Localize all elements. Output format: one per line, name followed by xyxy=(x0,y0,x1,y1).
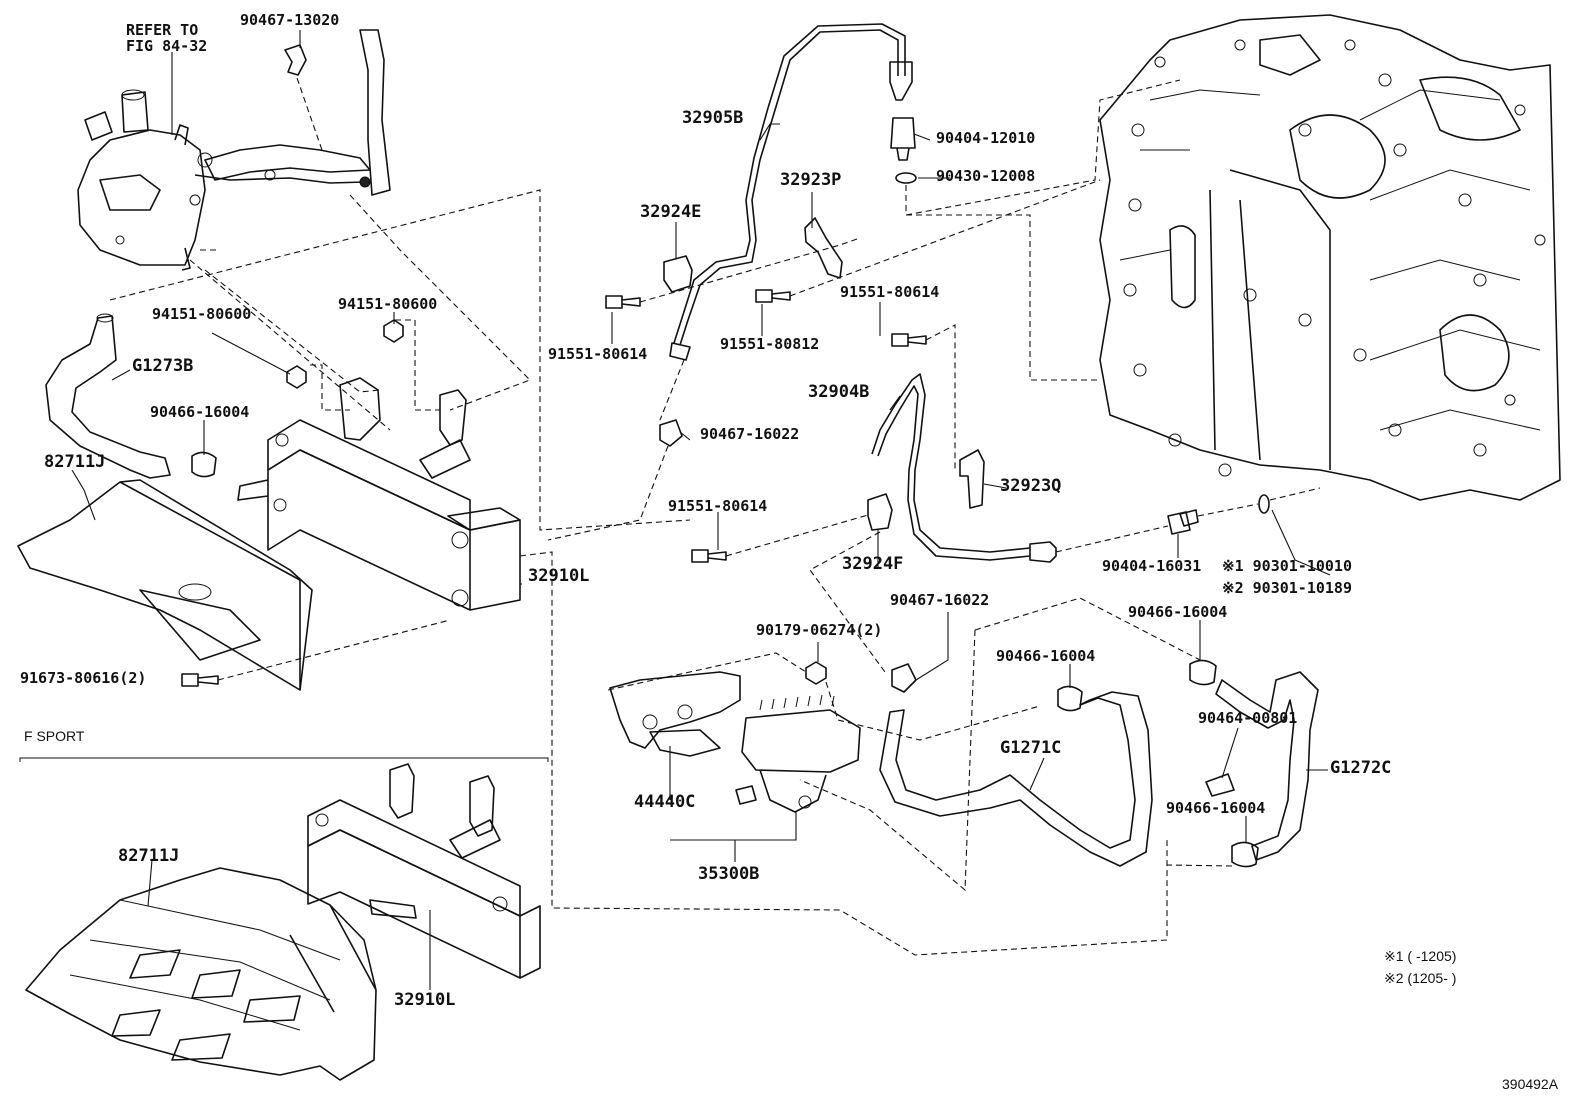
part-label-32910l-a: 32910L xyxy=(528,566,590,586)
part-label-32924e: 32924E xyxy=(640,202,702,222)
hose-g1272c xyxy=(1215,671,1319,861)
illustration-id: 390492A xyxy=(1502,1076,1559,1092)
part-label-94151-80600-a: 94151-80600 xyxy=(152,305,252,323)
clamp-32924e xyxy=(663,255,693,293)
part-label-91551-80812: 91551-80812 xyxy=(720,335,820,353)
part-label-90467-13020: 90467-13020 xyxy=(240,11,340,29)
part-label-32923p: 32923P xyxy=(780,170,842,190)
refer-note-line-2: FIG 84-32 xyxy=(126,37,208,55)
part-label-90467-16022-b: 90467-16022 xyxy=(890,591,990,609)
part-label-90466-16004-a: 90466-16004 xyxy=(150,403,250,421)
water-pump-assembly xyxy=(77,89,371,271)
leader-lines xyxy=(71,30,1331,990)
part-label-32924f: 32924F xyxy=(842,554,904,574)
gasket-90430-12008 xyxy=(895,172,917,184)
footnote-1: ※1 ( -1205) xyxy=(1384,948,1457,964)
nut-90179-06274 xyxy=(805,661,827,685)
part-label-91551-80614-a: 91551-80614 xyxy=(548,345,648,363)
oil-cooler-32910l-b xyxy=(307,763,541,979)
part-label-32910l-b: 32910L xyxy=(394,990,456,1010)
clamp-90466-16004-a xyxy=(191,451,217,478)
bolt-91551-80614-a xyxy=(605,295,641,309)
bolt-91551-80812 xyxy=(755,289,791,303)
part-label-91551-80614-c: 91551-80614 xyxy=(668,497,768,515)
oil-cooler-32910l-a xyxy=(237,377,521,611)
part-label-35300b: 35300B xyxy=(698,864,760,884)
part-label-94151-80600-b: 94151-80600 xyxy=(338,295,438,313)
clip-90464-00801 xyxy=(1205,773,1235,797)
part-label-90404-16031: 90404-16031 xyxy=(1102,557,1202,575)
part-label-90301-10189: ※2 90301-10189 xyxy=(1222,579,1352,597)
bolt-91551-80614-c xyxy=(691,549,727,563)
hose-g1273b xyxy=(45,315,171,479)
cover-82711j-a xyxy=(17,479,313,691)
bolt-91673-80616 xyxy=(181,673,219,687)
hose-g1271c xyxy=(879,691,1153,867)
pump-bracket-strap xyxy=(359,29,391,196)
part-label-g1272c: G1272C xyxy=(1330,758,1392,778)
bolt-91551-80614-b xyxy=(891,333,927,347)
section-title-f-sport: F SPORT xyxy=(24,728,85,744)
part-label-90301-10010: ※1 90301-10010 xyxy=(1222,557,1352,575)
part-label-91673-80616: 91673-80616(2) xyxy=(20,669,147,687)
part-label-g1273b: G1273B xyxy=(132,356,194,376)
part-label-82711j-b: 82711J xyxy=(118,846,180,866)
clamp-90466-16004-d xyxy=(1231,841,1259,868)
part-label-90466-16004-b: 90466-16004 xyxy=(1128,603,1228,621)
footnote-2: ※2 (1205- ) xyxy=(1384,970,1457,986)
transmission-case xyxy=(1099,14,1561,501)
clamp-90466-16004-b xyxy=(1057,685,1083,712)
clip-90467-16022-b xyxy=(891,663,917,693)
part-label-90464-00801: 90464-00801 xyxy=(1198,709,1298,727)
bracket-44440c xyxy=(609,671,741,749)
clip-90467-13020 xyxy=(284,44,307,76)
part-label-90466-16004-c: 90466-16004 xyxy=(996,647,1096,665)
pipe-32904b xyxy=(871,373,1031,553)
pipe-32905b xyxy=(679,29,899,346)
part-label-32905b: 32905B xyxy=(682,108,744,128)
part-label-91551-80614-b: 91551-80614 xyxy=(840,283,940,301)
bracket-32923p xyxy=(804,217,843,279)
clamp-90466-16004-c xyxy=(1189,659,1217,686)
part-label-90179-06274: 90179-06274(2) xyxy=(756,621,883,639)
part-label-90404-12010: 90404-12010 xyxy=(936,129,1036,147)
refer-note-line-1: REFER TO xyxy=(126,21,199,39)
part-label-g1271c: G1271C xyxy=(1000,738,1062,758)
part-label-32923q: 32923Q xyxy=(1000,476,1062,496)
cover-82711j-b xyxy=(25,867,377,1081)
water-valve-35300b xyxy=(735,694,861,813)
part-label-90430-12008: 90430-12008 xyxy=(936,167,1036,185)
part-label-32904b: 32904B xyxy=(808,382,870,402)
fitting-90404-16031 xyxy=(1167,509,1199,535)
bracket-32923q xyxy=(959,449,985,509)
nut-94151-80600-a xyxy=(286,365,307,389)
clip-90467-16022-a xyxy=(659,419,683,447)
gasket-90301 xyxy=(1258,494,1270,514)
fsport-divider xyxy=(19,757,549,762)
clip-32924f xyxy=(867,493,893,531)
part-label-82711j-a: 82711J xyxy=(44,452,106,472)
part-label-90467-16022-a: 90467-16022 xyxy=(700,425,800,443)
part-label-90466-16004-d: 90466-16004 xyxy=(1166,799,1266,817)
fitting-90404-12010 xyxy=(890,117,916,161)
part-label-44440c: 44440C xyxy=(634,792,696,812)
